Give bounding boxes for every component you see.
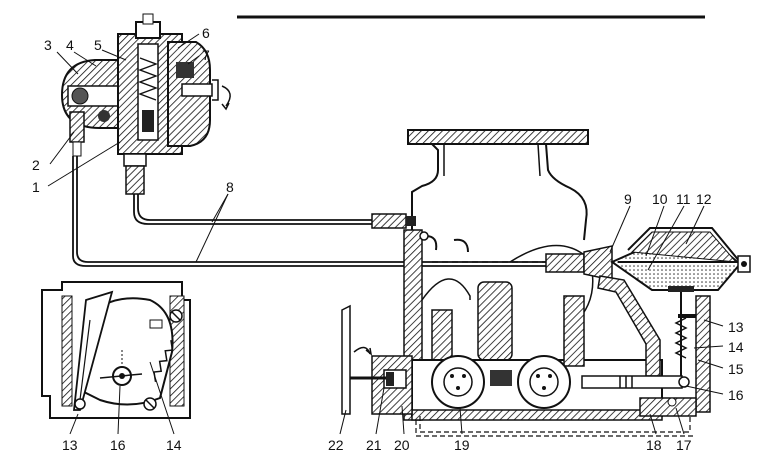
callout-16-inset: 16 bbox=[110, 437, 126, 453]
callout-14-right: 14 bbox=[728, 339, 744, 355]
callout-3: 3 bbox=[44, 37, 52, 53]
callout-21: 21 bbox=[366, 437, 382, 453]
callout-14-inset: 14 bbox=[166, 437, 182, 453]
callout-1: 1 bbox=[32, 179, 40, 195]
callout-22: 22 bbox=[328, 437, 344, 453]
callout-7: 7 bbox=[202, 47, 210, 63]
carburetor-body bbox=[341, 129, 663, 421]
callout-4: 4 bbox=[66, 37, 74, 53]
callout-6: 6 bbox=[202, 25, 210, 41]
inset-lever-mechanism bbox=[41, 281, 191, 419]
callout-18: 18 bbox=[646, 437, 662, 453]
callout-10: 10 bbox=[652, 191, 668, 207]
callout-8: 8 bbox=[226, 179, 234, 195]
callout-15: 15 bbox=[728, 361, 744, 377]
callout-2: 2 bbox=[32, 157, 40, 173]
callout-labels: 1 2 3 4 5 6 7 8 9 10 11 12 13 14 15 16 1… bbox=[32, 25, 744, 453]
callout-12: 12 bbox=[696, 191, 712, 207]
callout-5: 5 bbox=[94, 37, 102, 53]
callout-19: 19 bbox=[454, 437, 470, 453]
diaphragm-actuator bbox=[415, 227, 751, 437]
callout-13-right: 13 bbox=[728, 319, 744, 335]
callout-13-inset: 13 bbox=[62, 437, 78, 453]
leader-lines bbox=[47, 33, 724, 435]
callout-17: 17 bbox=[676, 437, 692, 453]
callout-9: 9 bbox=[624, 191, 632, 207]
callout-20: 20 bbox=[394, 437, 410, 453]
callout-11: 11 bbox=[676, 191, 691, 207]
callout-16-right: 16 bbox=[728, 387, 744, 403]
connecting-tubes bbox=[72, 156, 592, 267]
sensor-valve-assembly bbox=[60, 13, 231, 195]
